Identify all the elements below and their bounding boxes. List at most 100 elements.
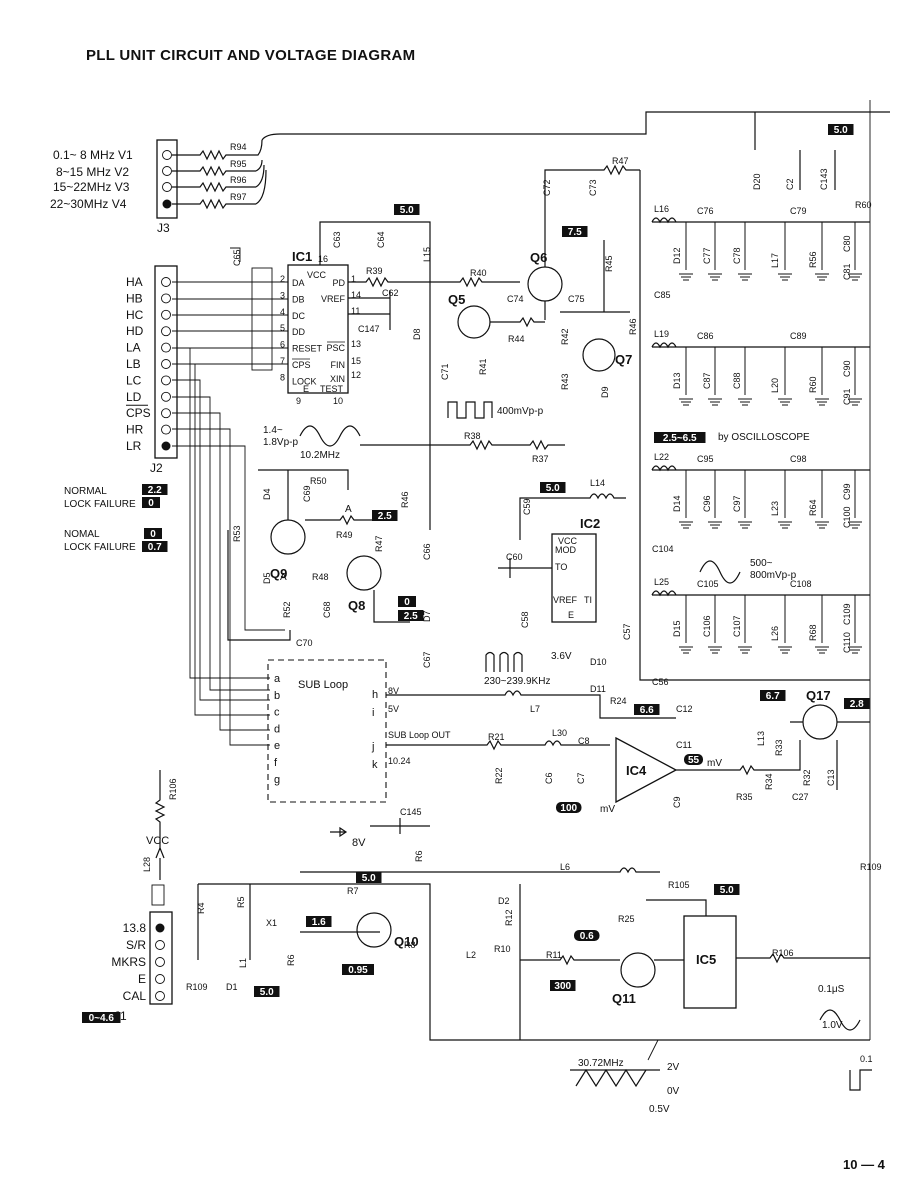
- r97-label: R97: [230, 192, 247, 202]
- page-number: 10 — 4: [843, 1157, 885, 1172]
- voltage-label-20: 0~4.6: [89, 1013, 115, 1024]
- sub-loop-pin-a: a: [274, 673, 281, 685]
- svg-text:mV: mV: [600, 804, 615, 815]
- svg-text:L14: L14: [590, 478, 605, 488]
- svg-text:C88: C88: [732, 372, 742, 389]
- svg-text:C85: C85: [654, 290, 671, 300]
- svg-text:C78: C78: [732, 247, 742, 264]
- svg-text:R8: R8: [404, 940, 416, 950]
- svg-text:C110: C110: [842, 632, 852, 653]
- svg-text:8: 8: [280, 372, 285, 382]
- voltage-box-8: [760, 690, 786, 701]
- svg-text:A: A: [345, 504, 352, 515]
- j2-pin-4: [161, 342, 171, 353]
- svg-text:VREF: VREF: [553, 595, 578, 605]
- voltage-box-16: [574, 930, 600, 941]
- voltage-box-24: [142, 541, 168, 552]
- voltage-box-21: [142, 484, 168, 495]
- r94-label: R94: [230, 142, 247, 152]
- svg-text:C58: C58: [520, 611, 530, 628]
- svg-text:R47: R47: [612, 156, 629, 166]
- svg-text:R40: R40: [470, 268, 487, 278]
- voltage-label-8: 6.7: [766, 691, 780, 702]
- svg-text:VCC: VCC: [307, 270, 327, 280]
- j1-pin-label-0: 13.8: [123, 921, 147, 935]
- j2-pin-label-8: CPS: [126, 406, 151, 420]
- svg-text:15: 15: [351, 356, 361, 366]
- svg-text:R22: R22: [494, 767, 504, 784]
- svg-text:C145: C145: [400, 807, 422, 817]
- svg-text:L22: L22: [654, 452, 669, 462]
- svg-text:C87: C87: [702, 372, 712, 389]
- svg-text:C68: C68: [322, 601, 332, 618]
- svg-text:R53: R53: [232, 525, 242, 542]
- voltage-box-23: [144, 528, 162, 539]
- j2-pin-label-3: HD: [126, 324, 144, 338]
- svg-text:L13: L13: [756, 731, 766, 746]
- j2-label: J2: [150, 461, 163, 475]
- ic1-label: IC1: [292, 249, 312, 264]
- svg-text:LOCK FAILURE: LOCK FAILURE: [64, 542, 136, 553]
- svg-text:500~: 500~: [750, 558, 773, 569]
- svg-text:C56: C56: [652, 677, 669, 687]
- voltage-box-15: [342, 964, 374, 975]
- svg-text:4: 4: [280, 307, 285, 317]
- svg-text:R43: R43: [560, 373, 570, 390]
- voltage-box-14: [306, 916, 332, 927]
- svg-text:NORMAL: NORMAL: [64, 486, 107, 497]
- voltage-label-3: 2.5~6.5: [663, 433, 697, 444]
- svg-text:10: 10: [333, 396, 343, 406]
- waveform-0-1us: 0.1μS 1.0V 0.1: [818, 984, 873, 1091]
- svg-text:L28: L28: [142, 857, 152, 872]
- j2-pin-5: [161, 359, 171, 369]
- svg-text:C2: C2: [785, 178, 795, 190]
- svg-text:1.4~: 1.4~: [263, 425, 283, 436]
- svg-text:SUB Loop OUT: SUB Loop OUT: [388, 730, 451, 740]
- svg-text:C90: C90: [842, 360, 852, 377]
- ic1-pin-reset: RESET: [292, 344, 323, 354]
- q7-label: Q7: [615, 352, 632, 367]
- svg-text:R38: R38: [464, 431, 481, 441]
- svg-text:R45: R45: [604, 255, 614, 272]
- svg-text:5: 5: [280, 323, 285, 333]
- svg-text:R39: R39: [366, 266, 383, 276]
- q17-label: Q17: [806, 688, 831, 703]
- svg-text:R49: R49: [336, 530, 353, 540]
- svg-text:R48: R48: [312, 572, 329, 582]
- svg-text:C27: C27: [792, 792, 809, 802]
- voltage-box-3: [654, 432, 706, 443]
- svg-text:C65: C65: [232, 249, 242, 266]
- svg-text:C100: C100: [842, 506, 852, 528]
- svg-text:D15: D15: [672, 620, 682, 637]
- voltage-label-19: 5.0: [260, 987, 274, 998]
- svg-text:E: E: [303, 384, 309, 394]
- svg-text:C89: C89: [790, 331, 807, 341]
- svg-text:R41: R41: [478, 358, 488, 375]
- sub-loop-pin-d: d: [274, 723, 280, 735]
- svg-text:2: 2: [280, 274, 285, 284]
- svg-text:L25: L25: [654, 577, 669, 587]
- svg-text:C97: C97: [732, 495, 742, 512]
- svg-text:5V: 5V: [388, 704, 399, 714]
- j2-pin-1: [161, 293, 171, 304]
- svg-text:C70: C70: [296, 638, 313, 648]
- svg-text:C60: C60: [506, 552, 523, 562]
- svg-text:230~239.9KHz: 230~239.9KHz: [484, 676, 550, 687]
- svg-text:C80: C80: [842, 235, 852, 252]
- svg-text:C79: C79: [790, 206, 807, 216]
- j2-pin-label-4: LA: [126, 341, 141, 355]
- svg-text:R68: R68: [808, 624, 818, 641]
- sub-loop-pin-c: c: [274, 707, 280, 719]
- svg-text:D12: D12: [672, 247, 682, 264]
- ic1-pin-xin: XIN: [330, 374, 345, 384]
- j3-label: J3: [157, 221, 170, 235]
- svg-text:C105: C105: [697, 579, 719, 589]
- svg-text:L20: L20: [770, 378, 780, 393]
- j2-pin-label-7: LD: [126, 390, 142, 404]
- svg-text:C95: C95: [697, 454, 714, 464]
- ic1-pin-dd: DD: [292, 327, 305, 337]
- svg-text:R44: R44: [508, 334, 525, 344]
